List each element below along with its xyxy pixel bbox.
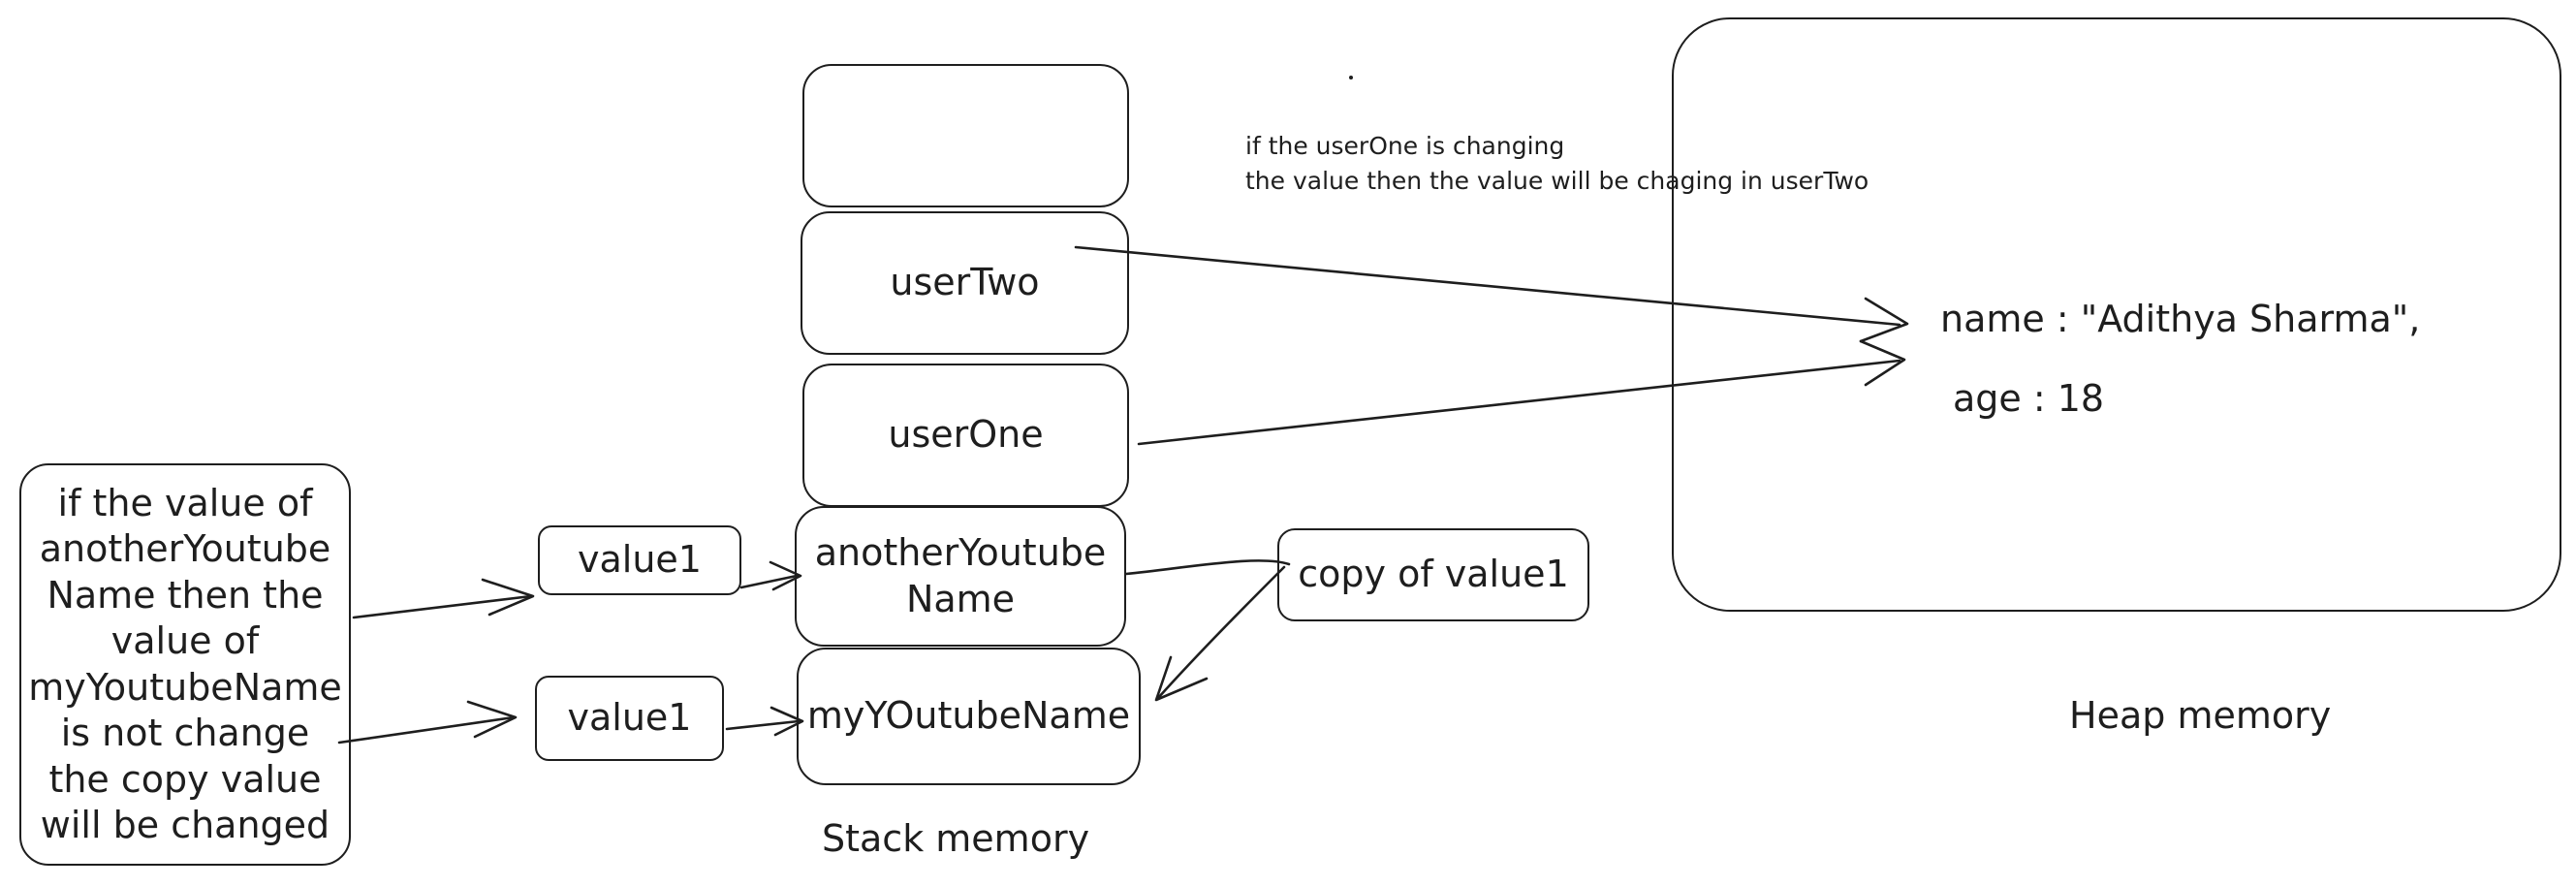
explanation-line-5: myYoutubeName: [28, 665, 342, 709]
heap-age-line: age : 18: [1953, 377, 2105, 420]
heap-caption: Heap memory: [2069, 694, 2332, 737]
stack-box-my-youtube-name: myYOutubeName: [797, 648, 1141, 785]
explanation-line-8: will be changed: [40, 804, 330, 846]
stack-box-userone: userOne: [802, 364, 1129, 507]
stack-box-my-label: myYOutubeName: [806, 694, 1131, 738]
stray-dot: [1349, 76, 1353, 79]
arrow-explanation-bottom-head: [466, 700, 518, 739]
stack-box-usertwo-label: userTwo: [890, 261, 1040, 304]
copy-value-box: copy of value1: [1277, 528, 1589, 621]
value-box-bottom-label: value1: [567, 696, 692, 740]
explanation-box: if the value of anotherYoutube Name then…: [19, 463, 351, 866]
explanation-line-4: value of: [110, 619, 260, 662]
arrow-value-bottom-to-my: [725, 719, 801, 731]
explanation-line-3: Name then the: [47, 573, 324, 617]
stack-caption: Stack memory: [822, 817, 1090, 860]
arrow-value-bottom-head: [770, 706, 804, 737]
arrow-usertwo-to-heap: [1074, 245, 1901, 327]
link-another-to-copy: [1124, 559, 1291, 576]
explanation-line-6: is not change: [60, 712, 310, 754]
arrow-value-top-to-another: [739, 574, 799, 589]
arrow-usertwo-head: [1859, 297, 1909, 343]
arrow-userone-head: [1859, 339, 1906, 387]
explanation-line-1: if the value of: [57, 481, 313, 524]
heap-name-line: name : "Adithya Sharma",: [1940, 298, 2421, 340]
stack-box-usertwo: userTwo: [801, 211, 1129, 355]
arrow-explanation-top-head: [481, 578, 535, 617]
note-line-1: if the userOne is changing: [1245, 132, 1565, 160]
explanation-line-7: the copy value: [48, 757, 322, 801]
value-box-top-label: value1: [578, 538, 702, 582]
arrow-value-top-head: [769, 560, 802, 591]
stack-box-another-label-1: anotherYoutube: [814, 531, 1107, 574]
heap-box: [1672, 17, 2561, 612]
value-box-bottom: value1: [535, 676, 724, 761]
arrow-userone-to-heap: [1137, 359, 1901, 446]
arrow-copy-head: [1154, 655, 1209, 702]
value-box-top: value1: [538, 525, 741, 595]
note-line-2: the value then the value will be chaging…: [1245, 167, 1869, 195]
copy-value-label: copy of value1: [1298, 553, 1569, 596]
stack-box-userone-label: userOne: [888, 413, 1044, 457]
arrow-copy-to-my: [1156, 565, 1286, 700]
arrow-explanation-to-value-bottom: [337, 715, 516, 744]
stack-box-another-youtube-name: anotherYoutube Name: [795, 506, 1126, 647]
explanation-line-2: anotherYoutube: [39, 527, 331, 570]
stack-box-empty: [802, 64, 1129, 207]
stack-box-another-label-2: Name: [905, 577, 1016, 620]
arrow-explanation-to-value-top: [352, 594, 533, 619]
